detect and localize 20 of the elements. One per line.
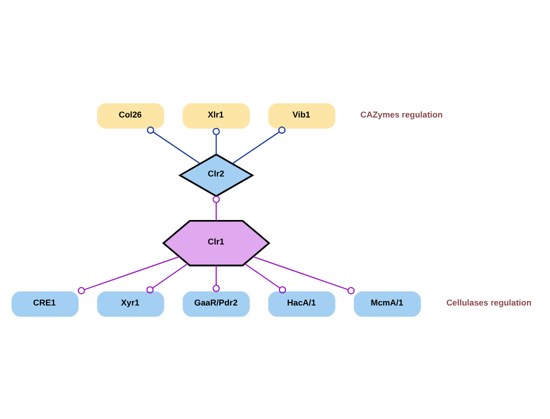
node-box: Xyr1 [97, 290, 164, 316]
connector [212, 195, 220, 220]
node-box: McmA/1 [354, 290, 421, 316]
label: CAZymes regulation [360, 108, 443, 119]
connector [146, 262, 188, 294]
connector [78, 256, 180, 294]
node-box: HacA/1 [268, 290, 336, 316]
node-box: GaaR/Pdr2 [182, 290, 250, 316]
connector [212, 265, 220, 292]
connector [244, 262, 286, 294]
connector [232, 126, 286, 164]
node-diamond: Clr2 [178, 153, 254, 197]
connector [212, 127, 220, 154]
node-box: Xlr1 [182, 102, 250, 128]
connector [252, 256, 355, 294]
node-box: Vib1 [268, 102, 336, 128]
connector [146, 126, 200, 164]
label: Cellulases regulation [446, 296, 532, 307]
node-box: Col26 [97, 102, 164, 128]
node-box: CRE1 [12, 290, 79, 316]
